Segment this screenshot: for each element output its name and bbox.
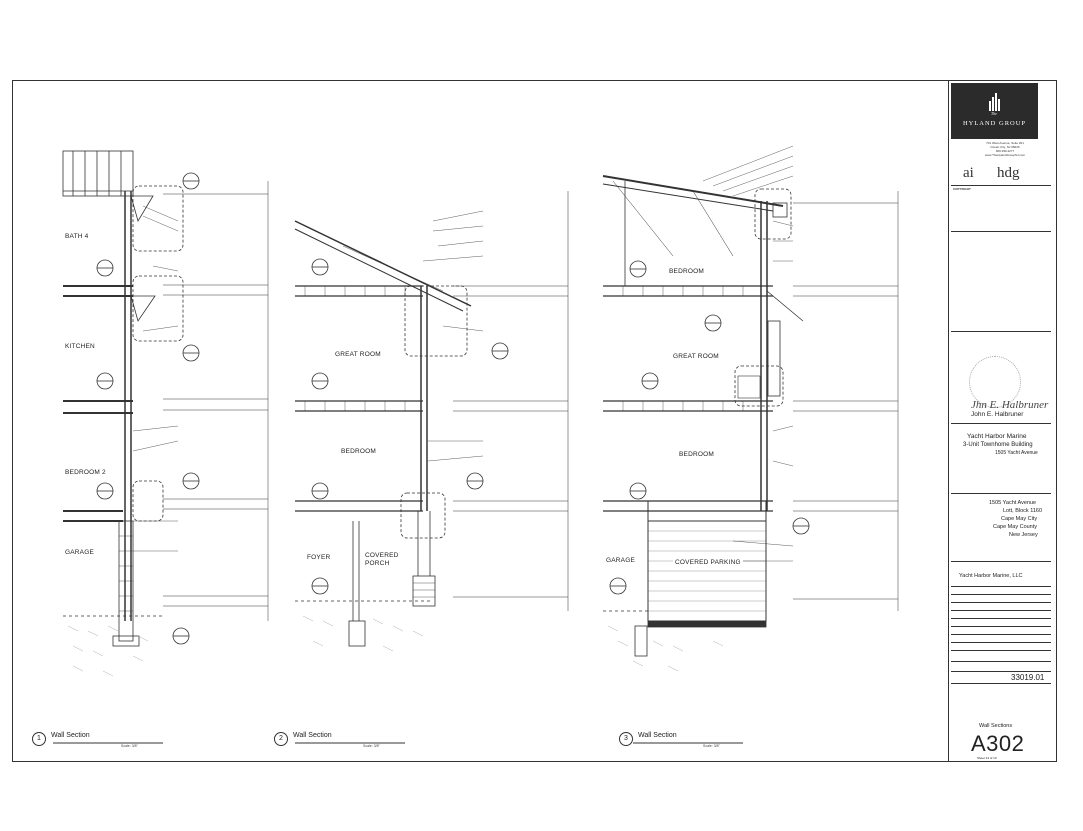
project-address: 1505 Yacht Avenue bbox=[995, 450, 1038, 456]
location-line: Lott, Block 1160 bbox=[1003, 508, 1043, 514]
logo-bars-icon bbox=[989, 93, 1001, 111]
room-label: COVERED PORCH bbox=[365, 552, 399, 567]
title-block: The HYLAND GROUP 701 West Avenue, Suite … bbox=[949, 81, 1056, 761]
room-label: KITCHEN bbox=[65, 343, 95, 350]
drawing-sheet: BATH 4 KITCHEN BEDROOM 2 GARAGE GREAT RO… bbox=[12, 80, 1057, 762]
room-label: BEDROOM 2 bbox=[65, 469, 106, 476]
section-title: Wall Section bbox=[51, 732, 90, 739]
section-number: 3 bbox=[619, 732, 633, 746]
section-scale: Scale: 3/8" bbox=[703, 744, 720, 748]
firm-address: 701 West Avenue, Suite 201 Ocean City, N… bbox=[984, 141, 1026, 157]
sheet-number: A302 bbox=[971, 731, 1025, 756]
location-line: Cape May City bbox=[1001, 516, 1038, 522]
copyright-label: COPYRIGHT bbox=[953, 187, 971, 191]
location-line: New Jersey bbox=[1009, 532, 1038, 538]
wall-section-2-drawing bbox=[294, 191, 569, 652]
room-label: BEDROOM bbox=[341, 448, 376, 455]
hdg-logo: hdg bbox=[997, 165, 1020, 181]
section-scale: Scale: 3/8" bbox=[121, 744, 138, 748]
room-label: FOYER bbox=[307, 554, 331, 561]
section-title: Wall Section bbox=[638, 732, 677, 739]
firm-logo: The HYLAND GROUP bbox=[951, 83, 1038, 139]
location-line: 1505 Yacht Avenue bbox=[989, 500, 1037, 506]
client-name: Yacht Harbor Marine, LLC bbox=[959, 573, 1023, 579]
room-label: GARAGE bbox=[606, 557, 636, 564]
architect-name: John E. Halbruner bbox=[971, 411, 1024, 418]
wall-sections-linework bbox=[53, 145, 899, 744]
drawing-area: BATH 4 KITCHEN BEDROOM 2 GARAGE GREAT RO… bbox=[13, 81, 949, 761]
project-name: Yacht Harbor Marine bbox=[967, 433, 1027, 440]
section-number: 1 bbox=[32, 732, 46, 746]
section-scale: Scale: 3/8" bbox=[363, 744, 380, 748]
room-label: BEDROOM bbox=[669, 268, 704, 275]
wall-section-3-drawing bbox=[602, 145, 899, 672]
professional-seal bbox=[969, 356, 1021, 408]
sheet-title: Wall Sections bbox=[979, 723, 1013, 729]
room-label: BEDROOM bbox=[679, 451, 714, 458]
firm-name: HYLAND GROUP bbox=[962, 120, 1027, 127]
ai-logo: ai bbox=[963, 165, 974, 181]
section-number: 2 bbox=[274, 732, 288, 746]
location-line: Cape May County bbox=[993, 524, 1038, 530]
signature: Jhn E. Halbruner bbox=[971, 399, 1049, 411]
room-label: COVERED PARKING bbox=[673, 559, 743, 566]
section-title: Wall Section bbox=[293, 732, 332, 739]
sheet-count: Sheet 13 of 19 bbox=[977, 756, 997, 760]
room-label: GREAT ROOM bbox=[335, 351, 381, 358]
project-number: 33019.01 bbox=[1011, 673, 1045, 682]
room-label: GARAGE bbox=[65, 549, 95, 556]
room-label: GREAT ROOM bbox=[673, 353, 719, 360]
project-subtitle: 3-Unit Townhome Building bbox=[963, 442, 1033, 448]
wall-section-1-drawing bbox=[62, 150, 269, 677]
room-label: BATH 4 bbox=[65, 233, 89, 240]
